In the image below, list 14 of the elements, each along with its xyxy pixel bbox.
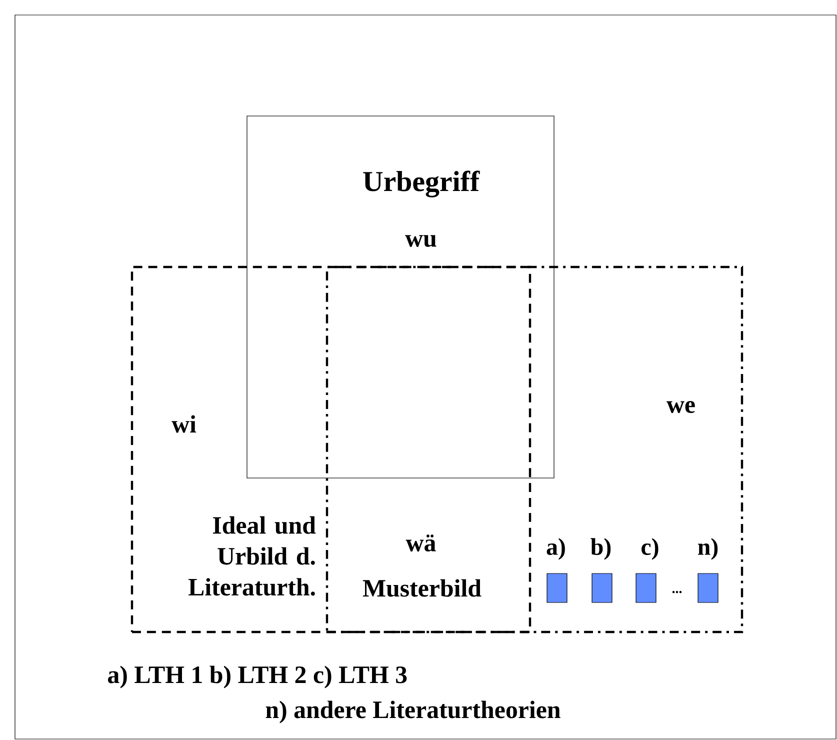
item-label: b) — [590, 538, 611, 560]
legend-text: a) LTH 1 b) LTH 2 c) LTH 3 — [108, 666, 407, 688]
region-label: wi — [172, 415, 196, 433]
region-label: Musterbild — [362, 579, 482, 597]
region-label: Ideal und Urbild d. Literaturth. — [188, 516, 316, 596]
region-label: wu — [405, 235, 436, 247]
legend-text: n) andere Literaturtheorien — [266, 700, 560, 724]
item-label: a) — [546, 538, 565, 560]
region-label: wä — [406, 534, 436, 552]
region-label: we — [666, 401, 695, 413]
ellipsis: ... — [672, 590, 682, 594]
item-label: n) — [698, 538, 718, 560]
region-label: Urbegriff — [363, 170, 480, 198]
item-label: c) — [642, 538, 658, 560]
